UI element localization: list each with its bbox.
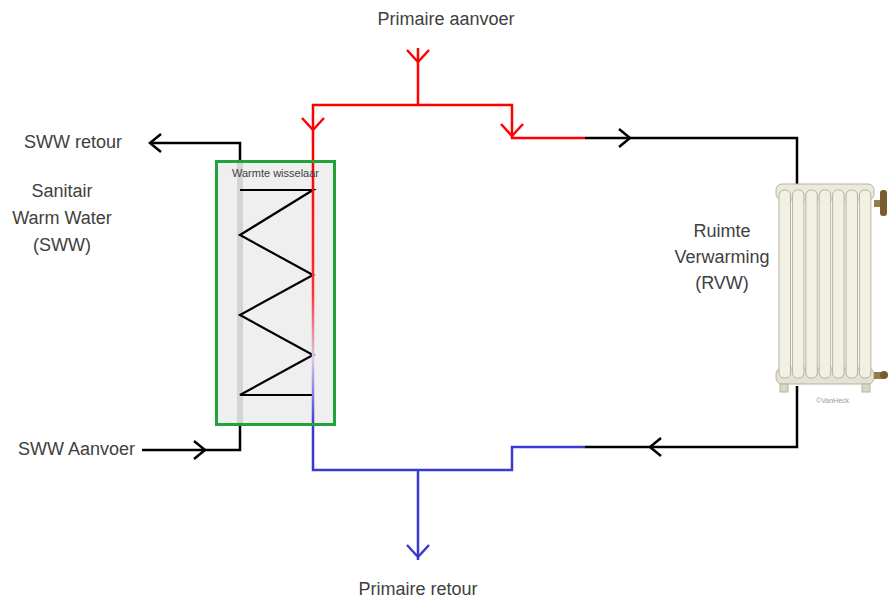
radiator-column (833, 190, 845, 378)
flow-arrow (407, 545, 429, 557)
radiator-valve (880, 190, 887, 216)
exchanger-fill (217, 162, 334, 423)
sanitary-pipe (142, 134, 240, 459)
sanitary-pipe (150, 143, 240, 160)
supply-pipe (313, 105, 585, 160)
radiator-pipe (585, 386, 797, 447)
pipe-label: SWW retour (24, 131, 122, 153)
radiator-foot (862, 384, 870, 392)
node-label: Ruimte Verwarming (RVW) (668, 218, 776, 296)
supply-label: Primaire aanvoer (377, 8, 514, 30)
radiator-illustration (776, 184, 888, 392)
box-title: Warmte wisselaar (218, 167, 333, 180)
pipe-label: SWW Aanvoer (18, 438, 135, 460)
radiator-column (819, 190, 831, 378)
circuit-label: Sanitair Warm Water (SWW) (8, 178, 116, 259)
radiator-column (846, 190, 858, 378)
radiator-supply (585, 129, 797, 186)
supply-pipe (302, 48, 585, 160)
radiator-column (792, 190, 804, 378)
watermark: ©VanHeck (816, 397, 849, 405)
flow-arrow (150, 134, 161, 152)
sanitary-pipe (142, 425, 240, 450)
flow-arrow (302, 118, 324, 130)
return-label: Primaire retour (358, 578, 477, 600)
supply-pipe (417, 48, 420, 105)
return-pipe (313, 425, 585, 560)
flow-arrow (650, 438, 661, 456)
radiator-foot (780, 384, 788, 392)
exchanger-coil (240, 190, 313, 395)
heat-exchanger-box: Warmte wisselaar (215, 160, 336, 426)
radiator-valve (880, 371, 888, 379)
return-pipe (417, 470, 420, 560)
radiator-pipe (585, 138, 797, 186)
return-pipe (313, 425, 585, 470)
flow-arrow (407, 50, 429, 62)
primary-pipe (312, 160, 315, 425)
radiator-column (779, 190, 791, 378)
flow-arrow (194, 441, 205, 459)
flow-arrow (501, 124, 523, 136)
radiator-column (859, 190, 871, 378)
flow-arrow (619, 129, 630, 147)
radiator-return (585, 386, 797, 456)
radiator-node: Ruimte Verwarming (RVW) (668, 176, 778, 398)
radiator-column (806, 190, 818, 378)
secondary-pipe (237, 163, 243, 423)
